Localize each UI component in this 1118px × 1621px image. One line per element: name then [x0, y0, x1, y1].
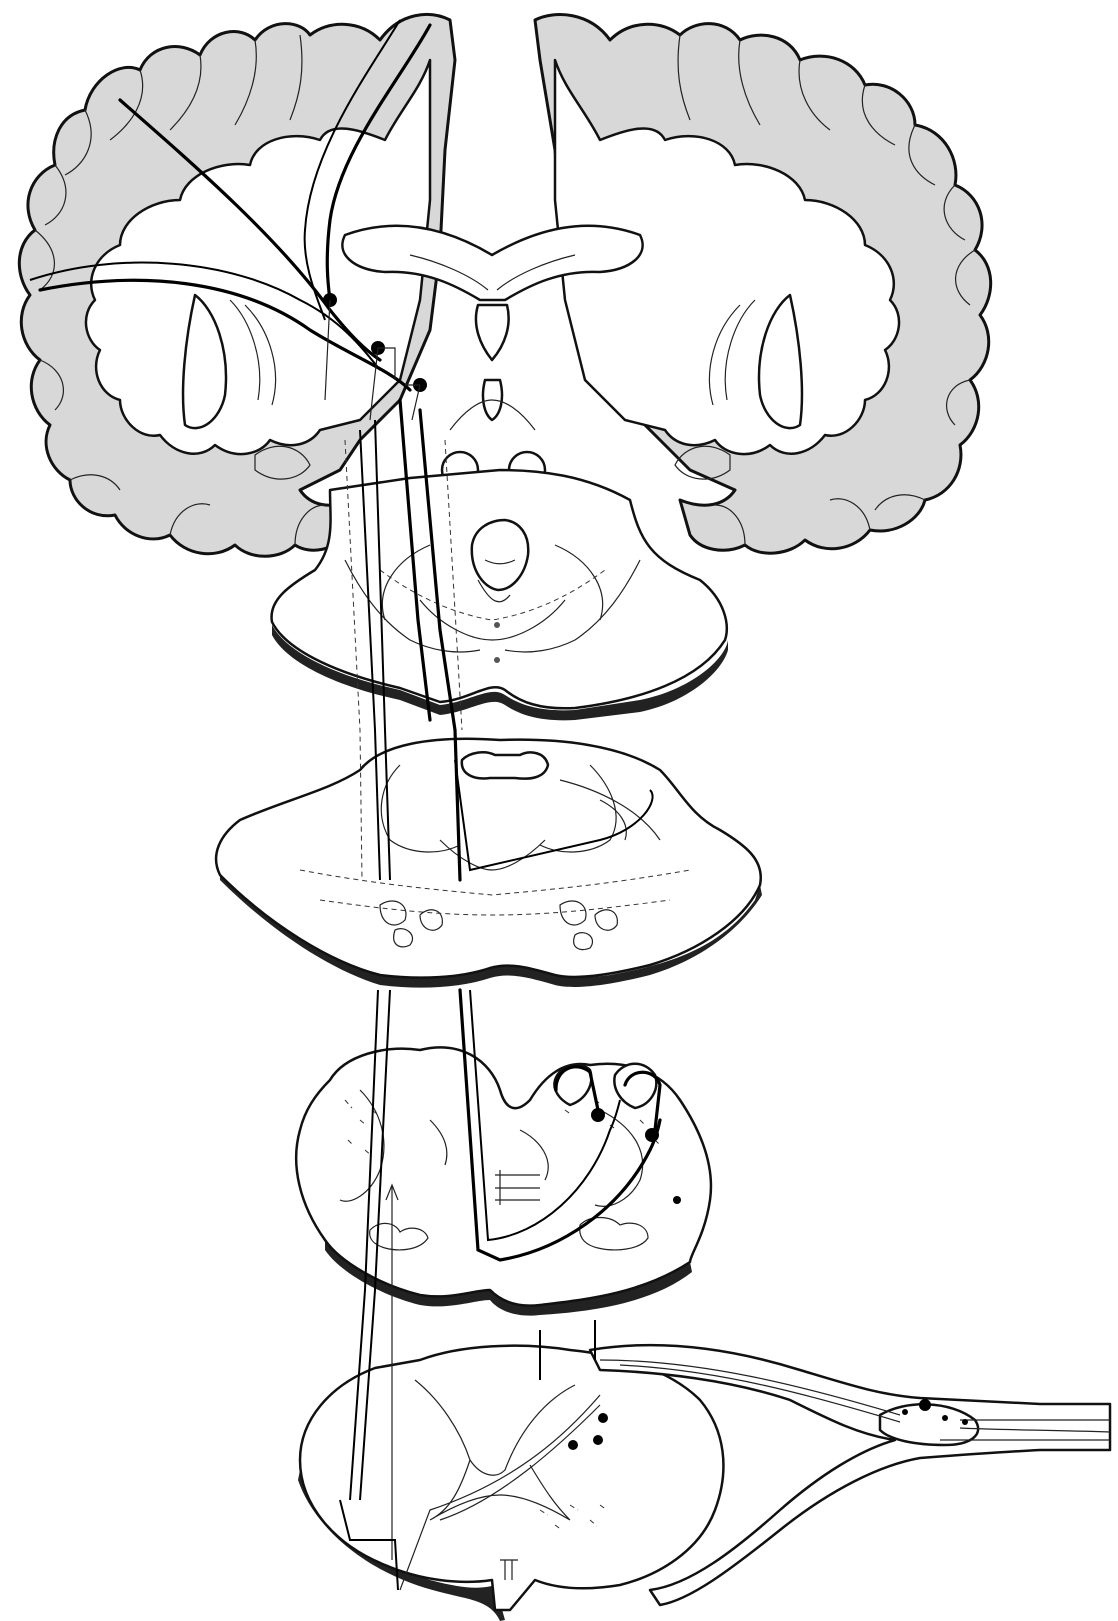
ganglion-cell-large — [919, 1399, 931, 1411]
gracile-cell — [591, 1108, 605, 1122]
spinal-cell-1 — [568, 1440, 578, 1450]
ganglion-cell-1 — [902, 1409, 908, 1415]
sensory-decussation — [495, 1170, 540, 1205]
ganglion-cell-2 — [942, 1415, 948, 1421]
ganglion-cell-3 — [962, 1419, 968, 1425]
midbrain-section — [272, 470, 728, 720]
spinal-cell-2 — [593, 1435, 603, 1445]
pons-section — [216, 739, 762, 988]
spinal-cord-section — [298, 1345, 1110, 1621]
medulla-cell-small — [673, 1196, 681, 1204]
red-nucleus-left — [494, 622, 500, 628]
cuneate-cell — [645, 1128, 659, 1142]
fourth-ventricle — [462, 752, 548, 778]
third-ventricle — [476, 305, 509, 360]
red-nucleus-right — [494, 657, 500, 663]
medulla-section — [296, 1047, 711, 1315]
spinal-cell-3 — [598, 1413, 608, 1423]
